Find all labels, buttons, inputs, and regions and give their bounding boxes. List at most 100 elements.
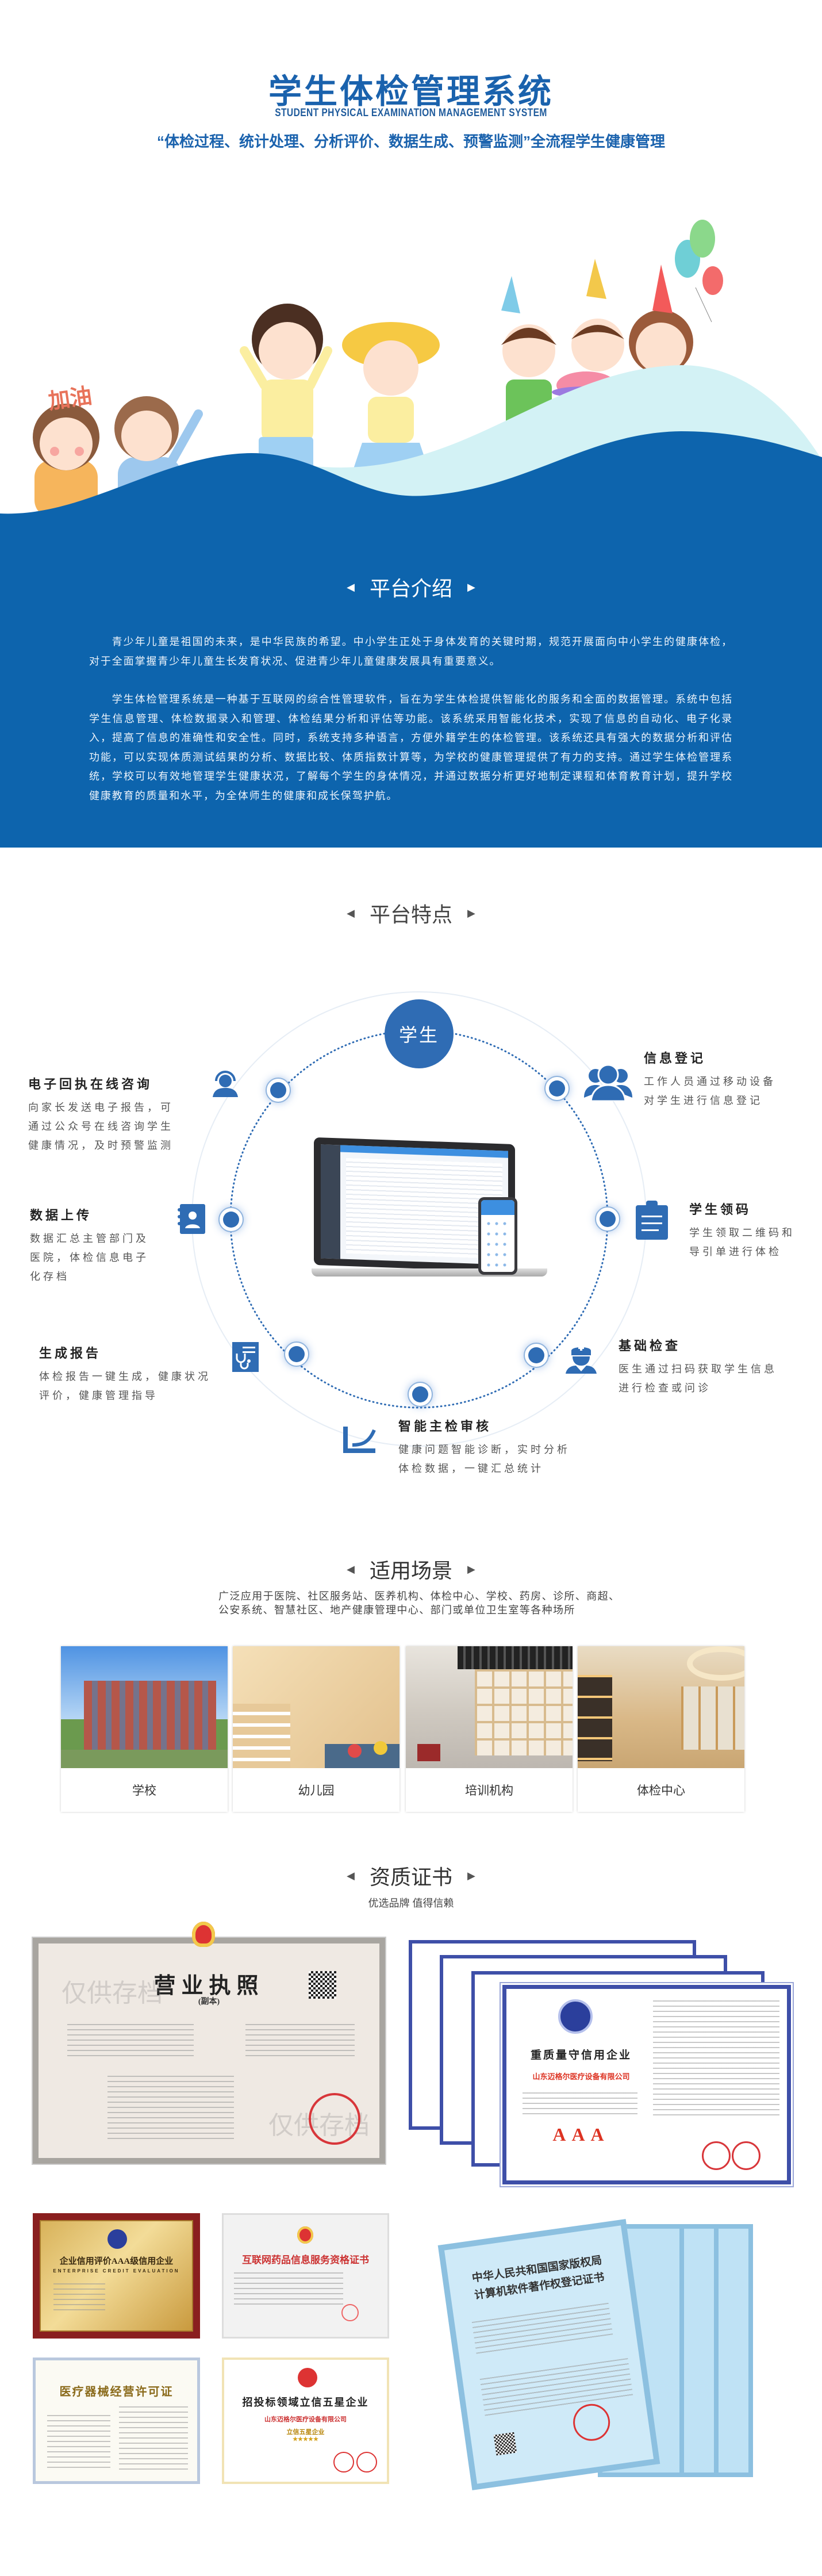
red-seal: [333, 2452, 354, 2472]
feature-title: 信息登记: [644, 1051, 706, 1065]
scenario-label: 体检中心: [637, 1784, 685, 1797]
business-license-certificate: 营业执照 (副本) 仅供存档 仅供存档: [32, 1937, 386, 2165]
ring-node: [544, 1076, 570, 1101]
five-star-emblem: [298, 2368, 317, 2387]
intro-heading-text: 平台介绍: [369, 577, 452, 600]
page-tagline: “体检过程、统计处理、分析评价、数据生成、预警监测”全流程学生健康管理: [156, 133, 665, 150]
qr-code: [493, 2432, 517, 2456]
contact-book-icon: [177, 1203, 206, 1238]
features-heading: ◀ 平台特点 ▶: [0, 898, 822, 928]
hero-illustration: 加油: [0, 220, 822, 518]
cert-title: 医疗器械经营许可证: [59, 2386, 174, 2398]
scenario-label: 学校: [132, 1784, 156, 1797]
clipboard-icon: [636, 1201, 668, 1243]
feature-desc: 健康情况，及时预警监测: [28, 1140, 174, 1151]
credit-plaque: 企业信用评价AAA级信用企业 ENTERPRISE CREDIT EVALUAT…: [33, 2213, 200, 2339]
cheer-text-illustration: 加油: [47, 384, 94, 414]
ring-node: [408, 1382, 433, 1407]
kid-figure: [342, 322, 440, 469]
scenario-card-checkup-center[interactable]: 体检中心: [578, 1646, 744, 1812]
balloons-illustration: [675, 220, 723, 323]
red-seal: [732, 2141, 760, 2170]
cert-title: 招投标领域立信五星企业: [242, 2397, 369, 2408]
people-icon: [584, 1063, 632, 1104]
ring-node: [284, 1341, 309, 1367]
features-heading-text: 平台特点: [369, 903, 452, 926]
feature-desc: 健康问题智能诊断，实时分析: [398, 1444, 570, 1455]
feature-item: 数据上传 数据汇总主管部门及 医院，体检信息电子 化存档: [30, 1205, 149, 1286]
feature-item: 生成报告 体检报告一键生成，健康状况 评价，健康管理指导: [39, 1343, 211, 1405]
scenarios-description-line: 公安系统、智慧社区、地产健康管理中心、部门或单位卫生室等各种场所: [218, 1604, 575, 1616]
star-rating-icon: ★★★★★: [293, 2436, 318, 2443]
kid-figure: [33, 404, 99, 518]
cert-watermark: 仅供存档: [62, 1979, 163, 2007]
credit-emblem: [558, 1999, 593, 2034]
credit-certificate: 重质量守信用企业 山东迈格尔医疗设备有限公司 AAA: [502, 1985, 791, 2184]
stethoscope-icon: [232, 1342, 259, 1375]
feature-item: 学生领码 学生领取二维码和 导引单进行体检: [689, 1199, 795, 1262]
feature-item: 基础检查 医生通过扫码获取学生信息 进行检查或问诊: [619, 1336, 777, 1398]
scenario-label: 培训机构: [465, 1784, 513, 1797]
triangle-left-icon: ◀: [347, 907, 355, 919]
feature-desc: 对学生进行信息登记: [644, 1095, 763, 1106]
scenario-card-school[interactable]: 学校: [61, 1646, 228, 1812]
school-photo: [61, 1646, 228, 1768]
kindergarten-photo: [233, 1646, 400, 1768]
intro-paragraph: 青少年儿童是祖国的未来，是中华民族的希望。中小学生正处于身体发育的关键时期，规范…: [89, 636, 733, 667]
intro-paragraph: 学生体检管理系统是一种基于互联网的综合性管理软件，旨在为学生体检提供智能化的服务…: [89, 693, 733, 802]
red-seal: [702, 2141, 731, 2170]
feature-desc: 体检报告一键生成，健康状况: [39, 1371, 211, 1382]
national-emblem: [192, 1922, 215, 1947]
intro-section: [0, 516, 822, 848]
feature-title: 电子回执在线咨询: [28, 1077, 153, 1091]
feature-item: 电子回执在线咨询 向家长发送电子报告，可 通过公众号在线咨询学生 健康情况，及时…: [28, 1074, 174, 1155]
dark-wave: [0, 431, 822, 518]
feature-title: 基础检查: [619, 1339, 681, 1353]
feature-desc: 学生领取二维码和: [689, 1227, 795, 1239]
triangle-right-icon: ▶: [467, 907, 475, 919]
scenario-card-kindergarten[interactable]: 幼儿园: [233, 1646, 400, 1812]
ring-node: [524, 1343, 549, 1368]
national-emblem: [297, 2226, 313, 2244]
chart-check-icon: [343, 1425, 378, 1456]
triangle-left-icon: ◀: [347, 1563, 355, 1575]
kid-figure: [240, 304, 332, 469]
scenario-card-training[interactable]: 培训机构: [406, 1646, 573, 1812]
certificates-heading-text: 资质证书: [369, 1865, 452, 1889]
feature-desc: 医生通过扫码获取学生信息: [619, 1363, 777, 1375]
cert-title: 企业信用评价AAA级信用企业: [59, 2257, 174, 2266]
red-seal: [309, 2093, 360, 2145]
scenarios-description: 广泛应用于医院、社区服务站、医养机构、体检中心、学校、药房、诊所、商超、 公安系…: [218, 1589, 620, 1617]
feature-desc: 工作人员通过移动设备: [644, 1076, 776, 1087]
feature-desc: 进行检查或问诊: [619, 1382, 711, 1394]
nurse-icon: [566, 1343, 597, 1377]
cert-subtitle: (副本): [198, 1998, 220, 2006]
cert-rating: AAA: [552, 2124, 610, 2145]
svg-text:加油: 加油: [47, 384, 94, 414]
red-seal: [356, 2452, 377, 2472]
ring-node: [218, 1207, 244, 1232]
cert-company: 山东迈格尔医疗设备有限公司: [264, 2416, 347, 2423]
feature-title: 学生领码: [689, 1202, 752, 1217]
triangle-right-icon: ▶: [467, 1563, 475, 1575]
drug-info-certificate: 互联网药品信息服务资格证书: [222, 2213, 389, 2339]
feature-desc: 通过公众号在线咨询学生: [28, 1121, 174, 1132]
scenarios-heading: ◀ 适用场景 ▶: [0, 1554, 822, 1584]
copyright-certificate: 中华人民共和国国家版权局 计算机软件著作权登记证书: [437, 2219, 660, 2490]
certificates-heading: ◀ 资质证书 ▶: [0, 1861, 822, 1891]
feature-desc: 体检数据，一键汇总统计: [398, 1463, 544, 1474]
cert-badge: 立信五星企业: [286, 2429, 325, 2436]
feature-desc: 向家长发送电子报告，可: [28, 1102, 174, 1113]
page-title: 学生体检管理系统: [268, 73, 554, 110]
triangle-right-icon: ▶: [467, 1869, 475, 1881]
phone-mockup: [478, 1197, 517, 1275]
cert-title: 互联网药品信息服务资格证书: [242, 2255, 369, 2266]
red-seal: [341, 2304, 359, 2321]
feature-title: 数据上传: [30, 1208, 93, 1222]
student-center-node: 学生: [385, 999, 454, 1068]
ring-node: [595, 1206, 620, 1232]
five-star-certificate: 招投标领域立信五星企业 山东迈格尔医疗设备有限公司 立信五星企业 ★★★★★: [222, 2358, 389, 2484]
credit-emblem: [107, 2229, 127, 2249]
feature-title: 生成报告: [39, 1346, 102, 1360]
feature-title: 智能主检审核: [398, 1419, 492, 1433]
